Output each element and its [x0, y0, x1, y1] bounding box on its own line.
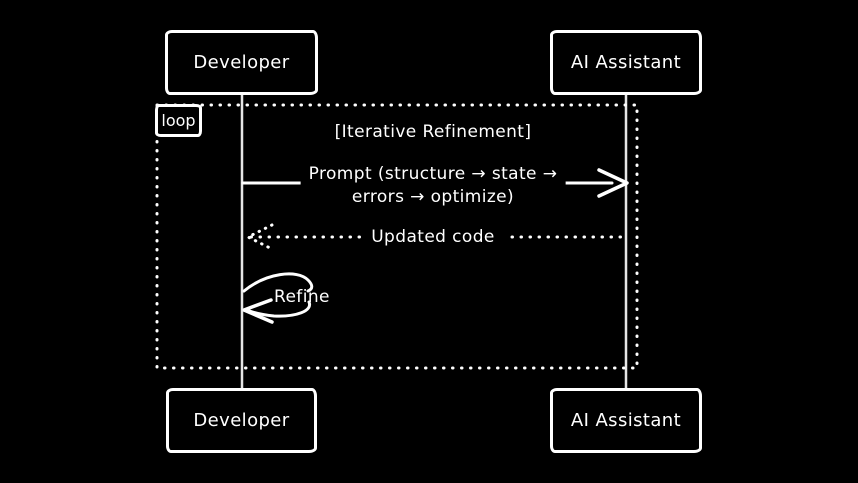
loop-operator-label: loop — [161, 111, 196, 130]
refine-message-label: Refine — [274, 287, 330, 307]
prompt-message-label-line2: errors → optimize) — [351, 187, 515, 207]
updated-code-message-label: Updated code — [361, 225, 505, 249]
loop-condition-label: [Iterative Refinement] — [334, 122, 532, 142]
prompt-arrowhead-icon — [597, 168, 629, 198]
actor-developer-bottom-box: Developer — [166, 388, 317, 453]
actor-ai-assistant-top-box: AI Assistant — [550, 30, 702, 95]
actor-ai-assistant-top-label: AI Assistant — [570, 52, 682, 73]
refine-self-loop-upper-line — [242, 272, 314, 293]
actor-ai-assistant-bottom-label: AI Assistant — [570, 410, 682, 431]
prompt-message-label: Prompt (structure → state → errors → opt… — [300, 161, 566, 211]
actor-developer-bottom-label: Developer — [193, 410, 290, 431]
refine-arrowhead-icon — [242, 298, 274, 324]
actor-ai-assistant-bottom-box: AI Assistant — [550, 388, 702, 453]
loop-operator-box: loop — [155, 104, 202, 137]
updated-code-arrowhead-icon — [244, 223, 274, 251]
actor-developer-top-box: Developer — [165, 30, 318, 95]
actor-developer-top-label: Developer — [193, 52, 290, 73]
prompt-message-label-line1: Prompt (structure → state → — [308, 164, 558, 184]
loop-frame-border — [155, 103, 639, 370]
